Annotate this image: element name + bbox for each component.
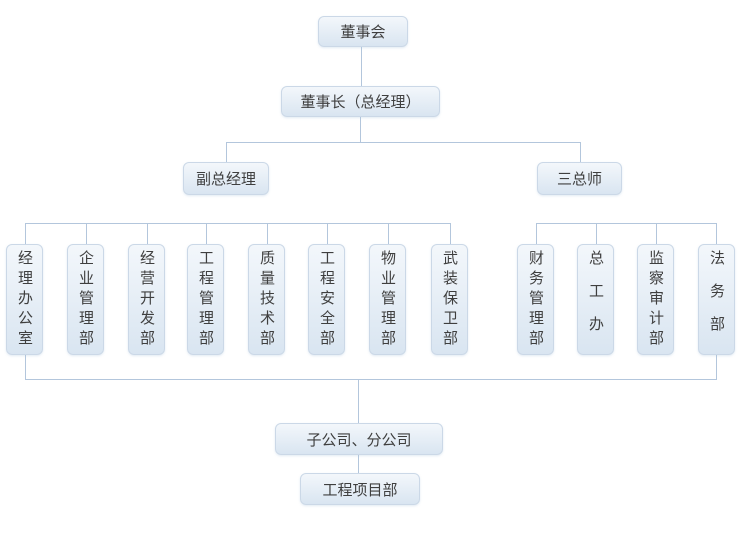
- connector-bottom-rail: [25, 379, 717, 380]
- connector-bottom-left-drop: [25, 355, 26, 379]
- dept-label: 总工办: [587, 250, 604, 349]
- node-project-dept: 工程项目部: [300, 473, 420, 505]
- dept-label: 企业管理部: [77, 249, 94, 350]
- node-dept-enterprise-mgmt: 企业管理部: [67, 244, 104, 355]
- node-deputy-gm: 副总经理: [183, 162, 269, 195]
- node-board: 董事会: [318, 16, 408, 47]
- connector-chairman-drop: [360, 117, 361, 142]
- dept-label: 法务部: [708, 250, 725, 349]
- node-three-chiefs: 三总师: [537, 162, 622, 195]
- connector-bottom-right-drop: [716, 355, 717, 379]
- connector-left-group-rail: [25, 223, 450, 224]
- node-dept-supervision-audit: 监察审计部: [637, 244, 674, 355]
- node-dept-engineering-safety: 工程安全部: [308, 244, 345, 355]
- dept-label: 质量技术部: [258, 249, 275, 350]
- connector-project-dept-drop: [358, 455, 359, 473]
- dept-label: 监察审计部: [647, 249, 664, 350]
- node-dept-engineering-mgmt: 工程管理部: [187, 244, 224, 355]
- connector-deputy-gm-stub: [226, 142, 227, 162]
- connector-right-stub-1: [536, 223, 537, 244]
- connector-right-stub-2: [596, 223, 597, 244]
- dept-label: 工程安全部: [318, 249, 335, 350]
- dept-label: 财务管理部: [527, 249, 544, 350]
- node-dept-chief-engineer-office: 总工办: [577, 244, 614, 355]
- connector-left-stub-5: [267, 223, 268, 244]
- connector-left-stub-2: [86, 223, 87, 244]
- dept-label: 经营开发部: [138, 249, 155, 350]
- node-dept-business-dev: 经营开发部: [128, 244, 165, 355]
- connector-left-stub-6: [327, 223, 328, 244]
- connector-right-group-rail: [536, 223, 716, 224]
- connector-left-stub-7: [388, 223, 389, 244]
- connector-three-chiefs-stub: [580, 142, 581, 162]
- node-dept-quality-tech: 质量技术部: [248, 244, 285, 355]
- dept-label: 武装保卫部: [441, 249, 458, 350]
- node-dept-legal: 法务部: [698, 244, 735, 355]
- node-dept-armed-security: 武装保卫部: [431, 244, 468, 355]
- connector-level3-rail: [226, 142, 581, 143]
- connector-right-stub-3: [656, 223, 657, 244]
- connector-subsidiaries-drop: [358, 379, 359, 423]
- connector-right-stub-4: [716, 223, 717, 244]
- connector-left-stub-4: [206, 223, 207, 244]
- node-dept-finance-mgmt: 财务管理部: [517, 244, 554, 355]
- connector-left-stub-1: [25, 223, 26, 244]
- dept-label: 工程管理部: [197, 249, 214, 350]
- connector-left-stub-8: [450, 223, 451, 244]
- dept-label: 经理办公室: [16, 249, 33, 350]
- node-chairman: 董事长（总经理）: [281, 86, 440, 117]
- node-dept-property-mgmt: 物业管理部: [369, 244, 406, 355]
- node-subsidiaries: 子公司、分公司: [275, 423, 443, 455]
- connector-board-chairman: [361, 47, 362, 86]
- dept-label: 物业管理部: [379, 249, 396, 350]
- node-dept-manager-office: 经理办公室: [6, 244, 43, 355]
- connector-left-stub-3: [147, 223, 148, 244]
